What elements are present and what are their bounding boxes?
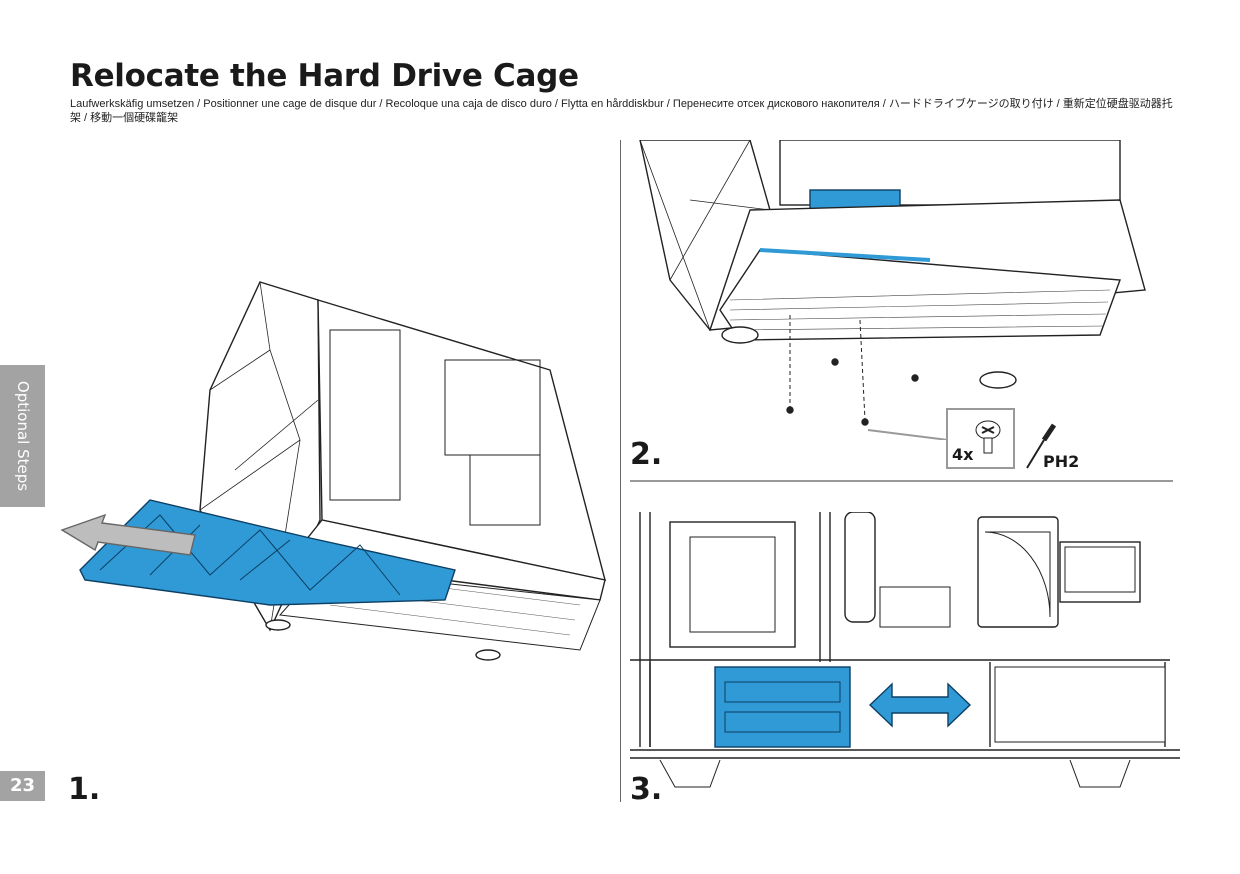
screwdriver-icon: [1026, 423, 1057, 469]
step-number-2: 2.: [630, 437, 663, 472]
horizontal-divider: [630, 480, 1173, 482]
hdd-cage-blue: [714, 666, 851, 748]
screw-icon: [975, 420, 1001, 454]
step1-illustration: [60, 281, 606, 661]
step-number-1: 1.: [68, 772, 101, 807]
step3-illustration: [630, 512, 1180, 788]
step2-illustration: [639, 140, 1146, 440]
page-subtitle-translations: Laufwerkskäfig umsetzen / Positionner un…: [70, 98, 1173, 124]
page-title: Relocate the Hard Drive Cage: [70, 58, 579, 94]
slide-arrow: [868, 682, 972, 728]
hdd-cage-blue: [79, 499, 456, 606]
screw-count: 4x: [952, 445, 974, 464]
callout-line: [867, 429, 949, 440]
section-tab: Optional Steps: [0, 365, 45, 507]
vertical-divider: [620, 140, 621, 802]
screw-callout-box: [946, 408, 1015, 469]
section-tab-label: Optional Steps: [13, 380, 32, 492]
tool-label: PH2: [1043, 452, 1080, 471]
page-number: 23: [0, 771, 45, 801]
direction-arrow: [60, 513, 196, 556]
step-number-3: 3.: [630, 772, 663, 807]
